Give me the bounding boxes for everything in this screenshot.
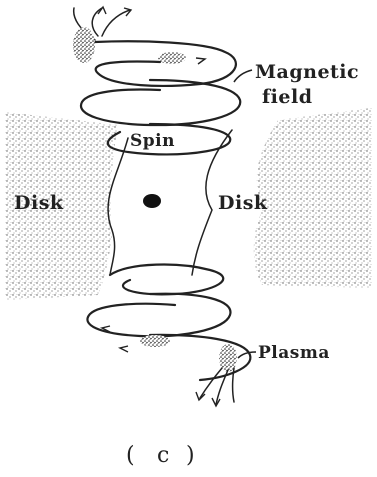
label-disk-right: Disk xyxy=(218,192,268,214)
black-hole xyxy=(143,194,161,208)
upper-plasma-blob-2 xyxy=(158,52,186,64)
plasma-leader xyxy=(238,352,256,358)
lower-plasma-blob xyxy=(140,335,170,347)
magnetic-field-coil-bottom-1 xyxy=(110,265,223,295)
label-field: field xyxy=(262,86,312,108)
arrow-left-2 xyxy=(120,346,128,352)
label-magnetic: Magnetic xyxy=(255,61,359,83)
caption-open-paren: ( xyxy=(126,443,135,468)
label-spin: Spin xyxy=(130,131,175,151)
disk-right-region xyxy=(254,108,372,288)
arrow-top-3 xyxy=(196,58,205,64)
magnetic-field-coil-bottom-2 xyxy=(87,294,230,337)
label-disk-left: Disk xyxy=(14,192,64,214)
upper-plasma-blob xyxy=(73,27,95,63)
label-plasma: Plasma xyxy=(258,343,330,363)
magnetic-field-leader xyxy=(234,70,252,82)
caption-close-paren: ) xyxy=(186,443,195,468)
caption-letter: c xyxy=(157,443,170,468)
